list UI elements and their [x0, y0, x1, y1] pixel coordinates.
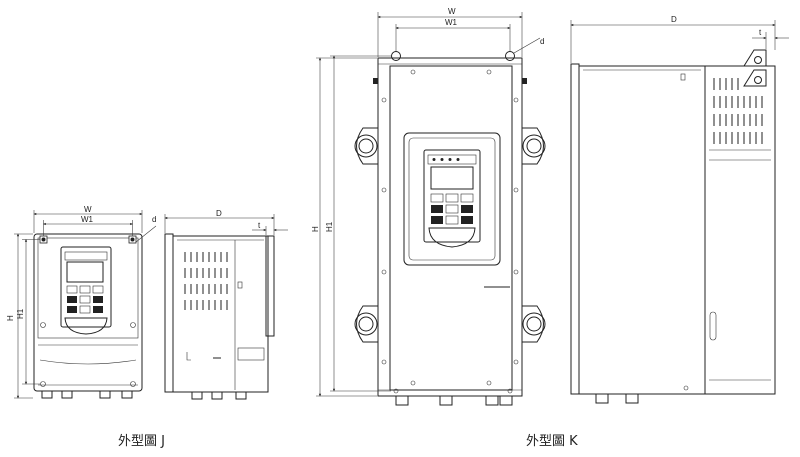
- k-keypad-display: [430, 166, 474, 190]
- j-dim-w-label: W: [84, 205, 92, 214]
- k-dim-w-label: W: [448, 7, 456, 16]
- k-top-mounting-hole: [505, 51, 515, 61]
- j-side-front-cover: [164, 233, 174, 393]
- k-side-flange-bracket: [743, 49, 767, 87]
- k-side-heatsink: [704, 65, 776, 395]
- j-front-body: [33, 233, 143, 392]
- k-side-body: [578, 65, 706, 395]
- k-front-mounting-lug: [354, 305, 378, 343]
- k-keypad-window: [403, 132, 501, 266]
- k-front-mounting-lug: [522, 127, 546, 165]
- j-dim-D-label: D: [216, 209, 222, 218]
- k-dim-h1-label: H1: [325, 221, 334, 232]
- k-dim-h-label: H: [311, 226, 320, 232]
- figure-k-front-view: W W1 d H H1: [311, 7, 546, 406]
- j-dim-h-label: H: [6, 315, 15, 321]
- k-dim-d-label: d: [540, 37, 544, 46]
- j-dim-t-label: t: [258, 221, 261, 230]
- k-keypad-knob: [428, 227, 476, 248]
- figure-j-side-view: D t: [164, 209, 288, 400]
- k-side-vent-slots: [713, 78, 763, 144]
- j-dim-w1-label: W1: [81, 215, 94, 224]
- k-front-mounting-lug: [522, 305, 546, 343]
- k-front-body: [389, 65, 513, 391]
- figure-k-caption: 外型圖 K: [526, 434, 578, 449]
- k-top-mounting-hole: [391, 51, 401, 61]
- j-side-vent-slots: [184, 252, 228, 310]
- j-keypad: [60, 246, 112, 335]
- j-dim-h1-label: H1: [16, 308, 25, 319]
- figure-j-front-view: W W1 d H H1: [6, 205, 156, 399]
- j-front-upper-panel: [37, 237, 139, 339]
- figure-k-side-view: D t: [570, 15, 789, 404]
- figure-j-caption: 外型圖 J: [118, 434, 165, 449]
- j-front-mounting-screw: [128, 235, 137, 244]
- j-keypad-knob: [64, 317, 108, 335]
- k-side-front-cover: [570, 63, 580, 395]
- k-keypad: [423, 149, 481, 248]
- j-front-mounting-screw: [39, 235, 48, 244]
- k-dim-t-label: t: [759, 28, 762, 37]
- j-dim-d-label: d: [152, 215, 156, 224]
- j-keypad-display: [66, 261, 104, 283]
- k-front-mounting-lug: [354, 127, 378, 165]
- k-dim-D-label: D: [671, 15, 677, 24]
- k-dim-w1-label: W1: [445, 18, 458, 27]
